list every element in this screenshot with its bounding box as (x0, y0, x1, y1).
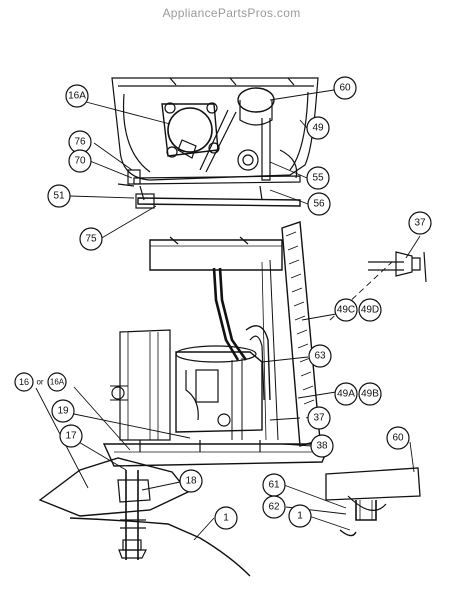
label-16a-left: 16A (50, 378, 65, 387)
callout-circles (14, 76, 432, 530)
label-63: 63 (314, 351, 326, 362)
label-37-bottom: 37 (313, 413, 325, 424)
label-55: 55 (312, 173, 324, 184)
top-cover-drawing (149, 236, 283, 271)
watermark-text: AppliancePartsPros.com (162, 6, 301, 20)
label-70: 70 (74, 156, 86, 167)
label-61: 61 (268, 480, 280, 491)
label-56: 56 (313, 199, 325, 210)
label-60-top: 60 (339, 83, 351, 94)
label-19: 19 (57, 406, 69, 417)
label-62: 62 (268, 502, 280, 513)
label-49b: 49B (361, 389, 379, 400)
leader-lines (35, 89, 421, 541)
compressor-drawing (110, 267, 271, 441)
label-51: 51 (53, 191, 65, 202)
service-valve-detail (368, 251, 427, 283)
label-76: 76 (74, 137, 86, 148)
fan-hub-detail (325, 467, 421, 537)
label-16a-top: 16A (68, 91, 86, 102)
label-1-right: 1 (297, 511, 303, 522)
label-49: 49 (312, 123, 324, 134)
label-37-right: 37 (414, 218, 426, 229)
label-49a: 49A (337, 389, 355, 400)
label-18: 18 (185, 476, 197, 487)
label-75: 75 (85, 234, 97, 245)
label-16: 16 (19, 377, 29, 387)
label-49c: 49C (337, 305, 355, 316)
label-17: 17 (65, 431, 77, 442)
base-pan-drawing (102, 440, 332, 467)
label-60-bottom: 60 (392, 433, 404, 444)
label-38: 38 (316, 441, 328, 452)
label-1-center: 1 (223, 513, 229, 524)
label-or: or (36, 378, 43, 387)
top-cabinet-drawing (111, 77, 319, 209)
label-49d: 49D (361, 305, 379, 316)
